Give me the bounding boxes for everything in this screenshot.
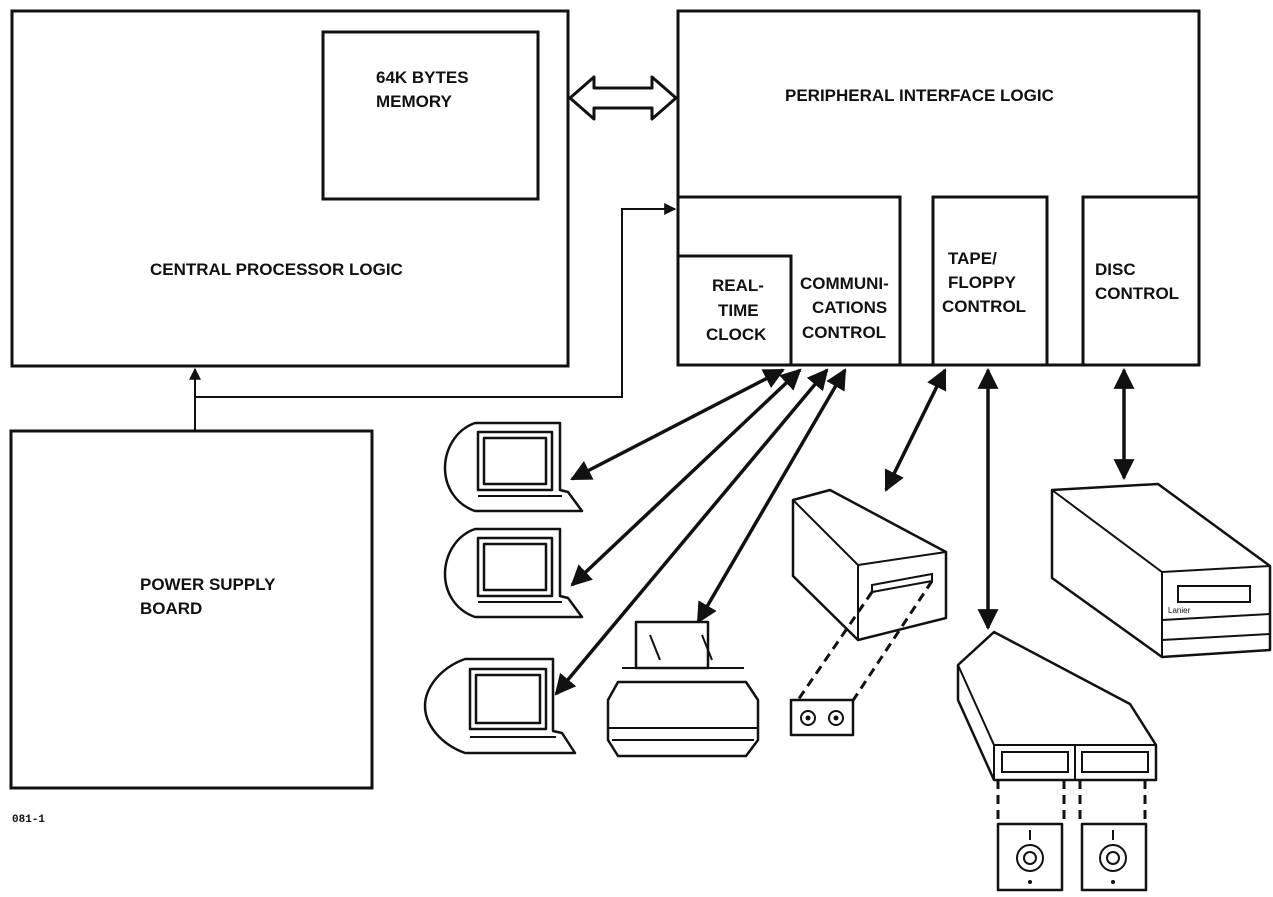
tape-label-line2: FLOPPY xyxy=(948,273,1017,292)
terminal-3 xyxy=(425,659,575,753)
disc-drive-brand: Lanier xyxy=(1168,606,1191,615)
real-time-clock-block: REAL- TIME CLOCK xyxy=(678,256,791,365)
power-lines xyxy=(195,209,675,431)
comms-label-line1: COMMUNI- xyxy=(800,274,889,293)
peripheral-interface-label: PERIPHERAL INTERFACE LOGIC xyxy=(785,86,1054,105)
memory-block: 64K BYTES MEMORY xyxy=(323,32,538,199)
cassette-link xyxy=(886,370,945,490)
comms-label-line3: CONTROL xyxy=(802,323,886,342)
disc-control-block: DISC CONTROL xyxy=(1095,260,1179,303)
terminal-2 xyxy=(445,529,582,617)
central-processor-block: CENTRAL PROCESSOR LOGIC xyxy=(12,11,568,366)
cassette-tape-icon xyxy=(791,700,853,735)
clock-label-line2: TIME xyxy=(718,301,759,320)
clock-label-line3: CLOCK xyxy=(706,325,767,344)
floppy-disk-2-icon xyxy=(1082,824,1146,890)
memory-label-line2: MEMORY xyxy=(376,92,453,111)
clock-label-line1: REAL- xyxy=(712,276,764,295)
memory-label-line1: 64K BYTES xyxy=(376,68,469,87)
communications-control-block: COMMUNI- CATIONS CONTROL xyxy=(800,274,889,342)
power-supply-label-line1: POWER SUPPLY xyxy=(140,575,276,594)
tape-label-line1: TAPE/ xyxy=(948,249,997,268)
central-processor-label: CENTRAL PROCESSOR LOGIC xyxy=(150,260,403,279)
tape-floppy-control-block: TAPE/ FLOPPY CONTROL xyxy=(942,249,1026,316)
comms-label-line2: CATIONS xyxy=(812,298,887,317)
printer xyxy=(608,622,758,756)
disc-drive: Lanier xyxy=(1052,484,1270,657)
power-supply-block: POWER SUPPLY BOARD xyxy=(11,431,372,788)
floppy-disk-1-icon xyxy=(998,824,1062,890)
figure-id-label: 081-1 xyxy=(12,814,45,826)
disc-label-line2: CONTROL xyxy=(1095,284,1179,303)
disc-label-line1: DISC xyxy=(1095,260,1136,279)
terminal-1 xyxy=(445,423,582,511)
floppy-drive xyxy=(958,632,1156,822)
power-supply-label-line2: BOARD xyxy=(140,599,202,618)
terminal-2-link xyxy=(572,370,800,585)
tape-label-line3: CONTROL xyxy=(942,297,1026,316)
cassette-drive xyxy=(793,490,946,705)
bus-arrow xyxy=(570,77,676,119)
